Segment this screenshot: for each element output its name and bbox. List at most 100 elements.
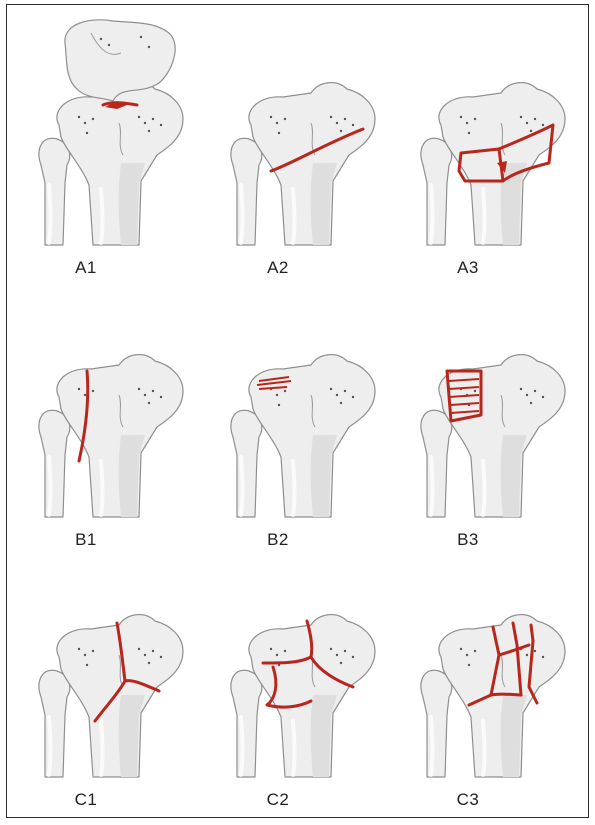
bone-pore-dot bbox=[270, 648, 272, 650]
fibula-shape bbox=[421, 410, 452, 517]
bone-pore-dot bbox=[330, 648, 332, 650]
panel-label: C2 bbox=[213, 790, 343, 810]
bone-illustration-a1 bbox=[21, 13, 191, 253]
tibia-highlight bbox=[101, 461, 103, 515]
bone-pore-dot bbox=[474, 650, 476, 652]
bone-pore-dot bbox=[148, 662, 150, 664]
bone-pore-dot bbox=[276, 654, 278, 656]
bone-pore-dot bbox=[344, 390, 346, 392]
tibia-highlight bbox=[101, 189, 103, 243]
panel-label: C3 bbox=[403, 790, 533, 810]
bone-pore-dot bbox=[148, 130, 150, 132]
bone-pore-dot bbox=[520, 116, 522, 118]
bone-pore-dot bbox=[468, 664, 470, 666]
bone-pore-dot bbox=[108, 44, 110, 46]
bone-pore-dot bbox=[542, 656, 544, 658]
bone-pore-dot bbox=[534, 118, 536, 120]
bone-pore-dot bbox=[466, 654, 468, 656]
panel-label: A1 bbox=[21, 258, 151, 278]
bone-pore-dot bbox=[78, 388, 80, 390]
bone-pore-dot bbox=[336, 394, 338, 396]
bone-pore-dot bbox=[86, 664, 88, 666]
bone-pore-dot bbox=[78, 116, 80, 118]
bone-pore-dot bbox=[344, 118, 346, 120]
bone-pore-dot bbox=[336, 122, 338, 124]
bone-pore-dot bbox=[460, 116, 462, 118]
bone-illustration-b2 bbox=[213, 285, 383, 525]
bone-pore-dot bbox=[138, 116, 140, 118]
bone-pore-dot bbox=[284, 650, 286, 652]
bone-pore-dot bbox=[344, 650, 346, 652]
fracture-panel-a3: A3 bbox=[403, 13, 573, 281]
fibula-shape bbox=[421, 138, 452, 245]
fracture-panel-b1: B1 bbox=[21, 285, 191, 553]
tibia-highlight bbox=[483, 461, 485, 515]
fibula-highlight bbox=[49, 717, 51, 775]
bone-illustration-a3 bbox=[403, 13, 573, 253]
bone-pore-dot bbox=[340, 402, 342, 404]
tibia-shaft-shading bbox=[501, 435, 527, 517]
fibula-highlight bbox=[431, 457, 433, 515]
bone-pore-dot bbox=[526, 122, 528, 124]
bone-pore-dot bbox=[284, 118, 286, 120]
bone-pore-dot bbox=[86, 132, 88, 134]
bone-pore-dot bbox=[330, 388, 332, 390]
bone-illustration-c1 bbox=[21, 545, 191, 785]
bone-pore-dot bbox=[336, 654, 338, 656]
bone-pore-dot bbox=[270, 116, 272, 118]
bone-pore-dot bbox=[148, 402, 150, 404]
fibula-highlight bbox=[431, 717, 433, 775]
bone-pore-dot bbox=[160, 396, 162, 398]
tibia-highlight bbox=[293, 189, 295, 243]
fibula-highlight bbox=[49, 457, 51, 515]
bone-pore-dot bbox=[330, 116, 332, 118]
bone-pore-dot bbox=[84, 654, 86, 656]
bone-pore-dot bbox=[474, 118, 476, 120]
fibula-highlight bbox=[431, 185, 433, 243]
bone-pore-dot bbox=[542, 124, 544, 126]
bone-pore-dot bbox=[276, 122, 278, 124]
fibula-highlight bbox=[241, 185, 243, 243]
bone-pore-dot bbox=[138, 648, 140, 650]
tibia-shaft-shading bbox=[119, 163, 145, 245]
fibula-shape bbox=[231, 410, 262, 517]
fracture-panel-b2: B2 bbox=[213, 285, 383, 553]
tibia-shaft-shading bbox=[311, 435, 337, 517]
bone-pore-dot bbox=[144, 394, 146, 396]
bone-pore-dot bbox=[152, 390, 154, 392]
fibula-shape bbox=[421, 670, 452, 777]
bone-pore-dot bbox=[352, 656, 354, 658]
tibia-highlight bbox=[101, 721, 103, 775]
bone-pore-dot bbox=[160, 656, 162, 658]
bone-illustration-a2 bbox=[213, 13, 383, 253]
tibia-shaft-shading bbox=[119, 435, 145, 517]
bone-pore-dot bbox=[534, 390, 536, 392]
fibula-shape bbox=[39, 670, 70, 777]
panel-label: C1 bbox=[21, 790, 151, 810]
bone-pore-dot bbox=[92, 390, 94, 392]
bone-pore-dot bbox=[100, 38, 102, 40]
bone-pore-dot bbox=[278, 404, 280, 406]
tibia-highlight bbox=[483, 189, 485, 243]
bone-pore-dot bbox=[92, 118, 94, 120]
bone-pore-dot bbox=[276, 394, 278, 396]
bone-pore-dot bbox=[278, 132, 280, 134]
tibia-shaft-shading bbox=[311, 695, 337, 777]
bone-illustration-c3 bbox=[403, 545, 573, 785]
bone-illustration-b3 bbox=[403, 285, 573, 525]
fibula-shape bbox=[39, 138, 70, 245]
bone-pore-dot bbox=[526, 654, 528, 656]
bone-pore-dot bbox=[460, 648, 462, 650]
tibia-shaft-shading bbox=[311, 163, 337, 245]
fracture-panel-c3: C3 bbox=[403, 545, 573, 813]
bone-pore-dot bbox=[78, 648, 80, 650]
bone-pore-dot bbox=[530, 402, 532, 404]
bone-pore-dot bbox=[144, 122, 146, 124]
tibia-shaft-shading bbox=[119, 695, 145, 777]
bone-pore-dot bbox=[284, 390, 286, 392]
tibia-highlight bbox=[293, 461, 295, 515]
bone-pore-dot bbox=[352, 396, 354, 398]
panel-label: A3 bbox=[403, 258, 533, 278]
bone-pore-dot bbox=[352, 124, 354, 126]
bone-pore-dot bbox=[466, 122, 468, 124]
